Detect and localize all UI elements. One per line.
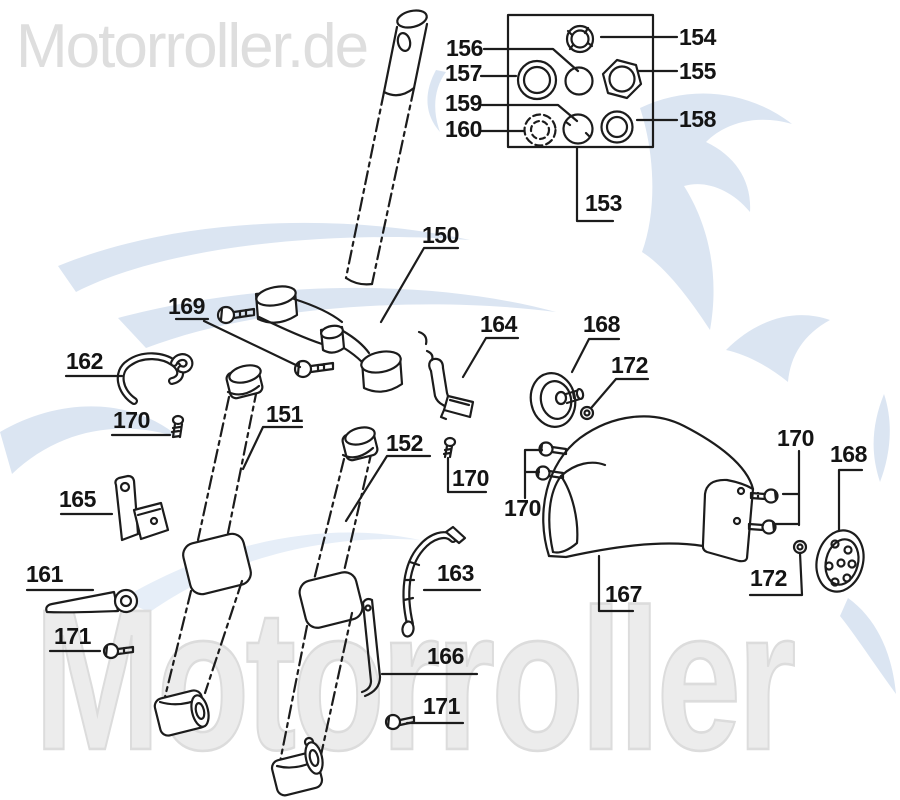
part-169-clamp-bolts [216,305,335,379]
part-callout-156: 156 [446,35,483,61]
part-155-hex-nut [601,58,643,100]
part-callout-161: 161 [26,561,63,587]
part-callout-170: 170 [777,425,814,451]
part-151-left-fork-leg [153,364,264,737]
part-159-ring [562,113,594,145]
part-163-cable-guide [401,525,467,638]
part-callout-152: 152 [386,430,423,456]
part-152-right-fork-leg [270,426,379,797]
part-150-steering-stem-tube [344,9,429,286]
part-157-bearing-race [516,59,558,101]
part-callout-160: 160 [445,116,482,142]
part-167-front-fender [542,415,755,563]
part-callout-166: 166 [427,643,464,669]
part-168-disc-center [529,372,585,428]
part-168-disc-right [815,529,865,593]
part-callout-167: 167 [605,581,642,607]
part-callout-165: 165 [59,486,96,512]
part-172-nut-center [579,405,595,421]
part-162-spring-hook [116,352,194,405]
part-171-bolt-left [102,642,135,660]
part-154-slotted-nut [565,24,595,54]
part-group-153-steering-bearing-set [506,13,655,149]
leader-lines [25,35,864,725]
part-callout-172: 172 [611,352,648,378]
part-callout-169: 169 [168,293,205,319]
part-callout-151: 151 [266,401,303,427]
part-156-seal-ring [564,66,594,96]
part-166-strip-bracket [360,597,382,698]
part-callout-155: 155 [679,58,716,84]
part-callout-158: 158 [679,106,716,132]
part-callout-170: 170 [452,465,489,491]
part-callout-170: 170 [113,407,150,433]
part-170-bolts-fender-left [535,441,568,481]
part-165-bracket [114,474,170,542]
part-callout-164: 164 [480,311,517,337]
part-170-bolts-fender-right [747,488,779,535]
part-callout-171: 171 [423,693,460,719]
part-callout-157: 157 [445,60,482,86]
part-callout-153: 153 [585,190,622,216]
part-160-ball-bearing [523,113,557,147]
part-170-screw-left [170,414,185,439]
watermark-bottom: Motorroller [33,568,797,793]
part-164-bracket [428,357,475,421]
part-158-bearing-race [600,110,634,144]
part-161-lever-arm [45,588,139,614]
part-callout-170: 170 [504,495,541,521]
part-callout-168: 168 [830,441,867,467]
part-callout-150: 150 [422,222,459,248]
part-callout-159: 159 [445,90,482,116]
part-150-lower-triple-clamp [254,285,434,393]
part-170-screw-fender-top [442,436,457,459]
watermark-top: Motorroller.de [16,12,369,81]
part-callout-163: 163 [437,560,474,586]
part-callout-154: 154 [679,24,716,50]
part-callout-162: 162 [66,348,103,374]
part-callout-171: 171 [54,623,91,649]
part-callout-168: 168 [583,311,620,337]
part-172-nut-right [792,539,808,555]
part-callout-172: 172 [750,565,787,591]
